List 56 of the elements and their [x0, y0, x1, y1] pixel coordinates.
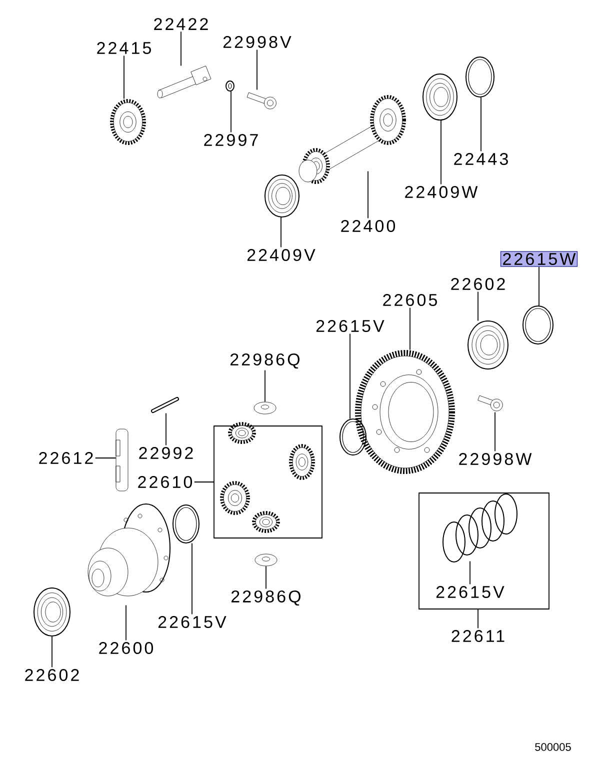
callout-number: 22998W: [459, 452, 532, 466]
leader-line: [230, 90, 232, 133]
ring-drawing: [340, 418, 366, 456]
drawing-number: 500005: [535, 743, 571, 751]
callout-number: 22615V: [316, 320, 384, 332]
leader-line: [256, 49, 258, 90]
bearing-drawing: [264, 174, 300, 218]
leader-line: [538, 266, 540, 306]
callout-number: 22422: [154, 18, 208, 30]
callout-number: 22415: [97, 42, 151, 54]
callout-number: 22998V: [223, 36, 292, 48]
callout-number: 22602: [451, 278, 505, 290]
bolt-drawing: [478, 395, 503, 412]
leader-line: [494, 412, 496, 452]
pin-drawing: [116, 428, 128, 492]
cap-drawing: [254, 402, 276, 414]
ring-drawing: [172, 504, 200, 544]
leader-line: [264, 370, 266, 402]
callout-number: 22600: [99, 642, 154, 654]
callout-number: 22992: [139, 446, 193, 460]
callout-number: 22615V: [158, 616, 226, 628]
callout-number: 22611: [452, 630, 504, 642]
callout-number: 22400: [341, 220, 396, 232]
shaft-drawing: [157, 66, 212, 98]
callout-number: 22612: [39, 452, 93, 464]
callout-number: 22605: [383, 294, 437, 306]
ring-drawing: [522, 306, 554, 344]
ring-set-drawing: [442, 494, 518, 562]
callout-number: 22443: [454, 152, 508, 166]
callout-number: 22615W: [500, 251, 578, 267]
bolt-drawing: [246, 92, 276, 110]
parts-box: [418, 492, 550, 610]
callout-number: 22602: [25, 668, 79, 682]
callout-number: 22986Q: [230, 353, 300, 369]
washer-drawing: [226, 80, 234, 92]
callout-number: 22610: [138, 476, 192, 488]
bearing-drawing: [34, 588, 70, 636]
pin-drawing: [151, 397, 179, 413]
bearing-drawing: [422, 74, 458, 120]
bearing-drawing: [468, 320, 508, 370]
leader-line: [480, 96, 482, 152]
callout-number: 22986Q: [232, 590, 300, 606]
gear-drawing: [110, 99, 146, 145]
parts-box: [214, 426, 322, 538]
gear-shaft-drawing: [298, 95, 406, 184]
leader-line: [440, 120, 442, 185]
cap-drawing: [254, 554, 278, 566]
differential-case-drawing: [88, 504, 170, 596]
callout-number: 22997: [204, 134, 258, 146]
ring-drawing: [466, 56, 494, 98]
callout-number: 22409W: [405, 186, 478, 198]
callout-number: 22615V: [436, 586, 504, 598]
leader-line: [280, 216, 282, 248]
ring-gear-drawing: [355, 350, 455, 474]
callout-number: 22409V: [247, 248, 316, 262]
leader-line: [180, 31, 182, 66]
